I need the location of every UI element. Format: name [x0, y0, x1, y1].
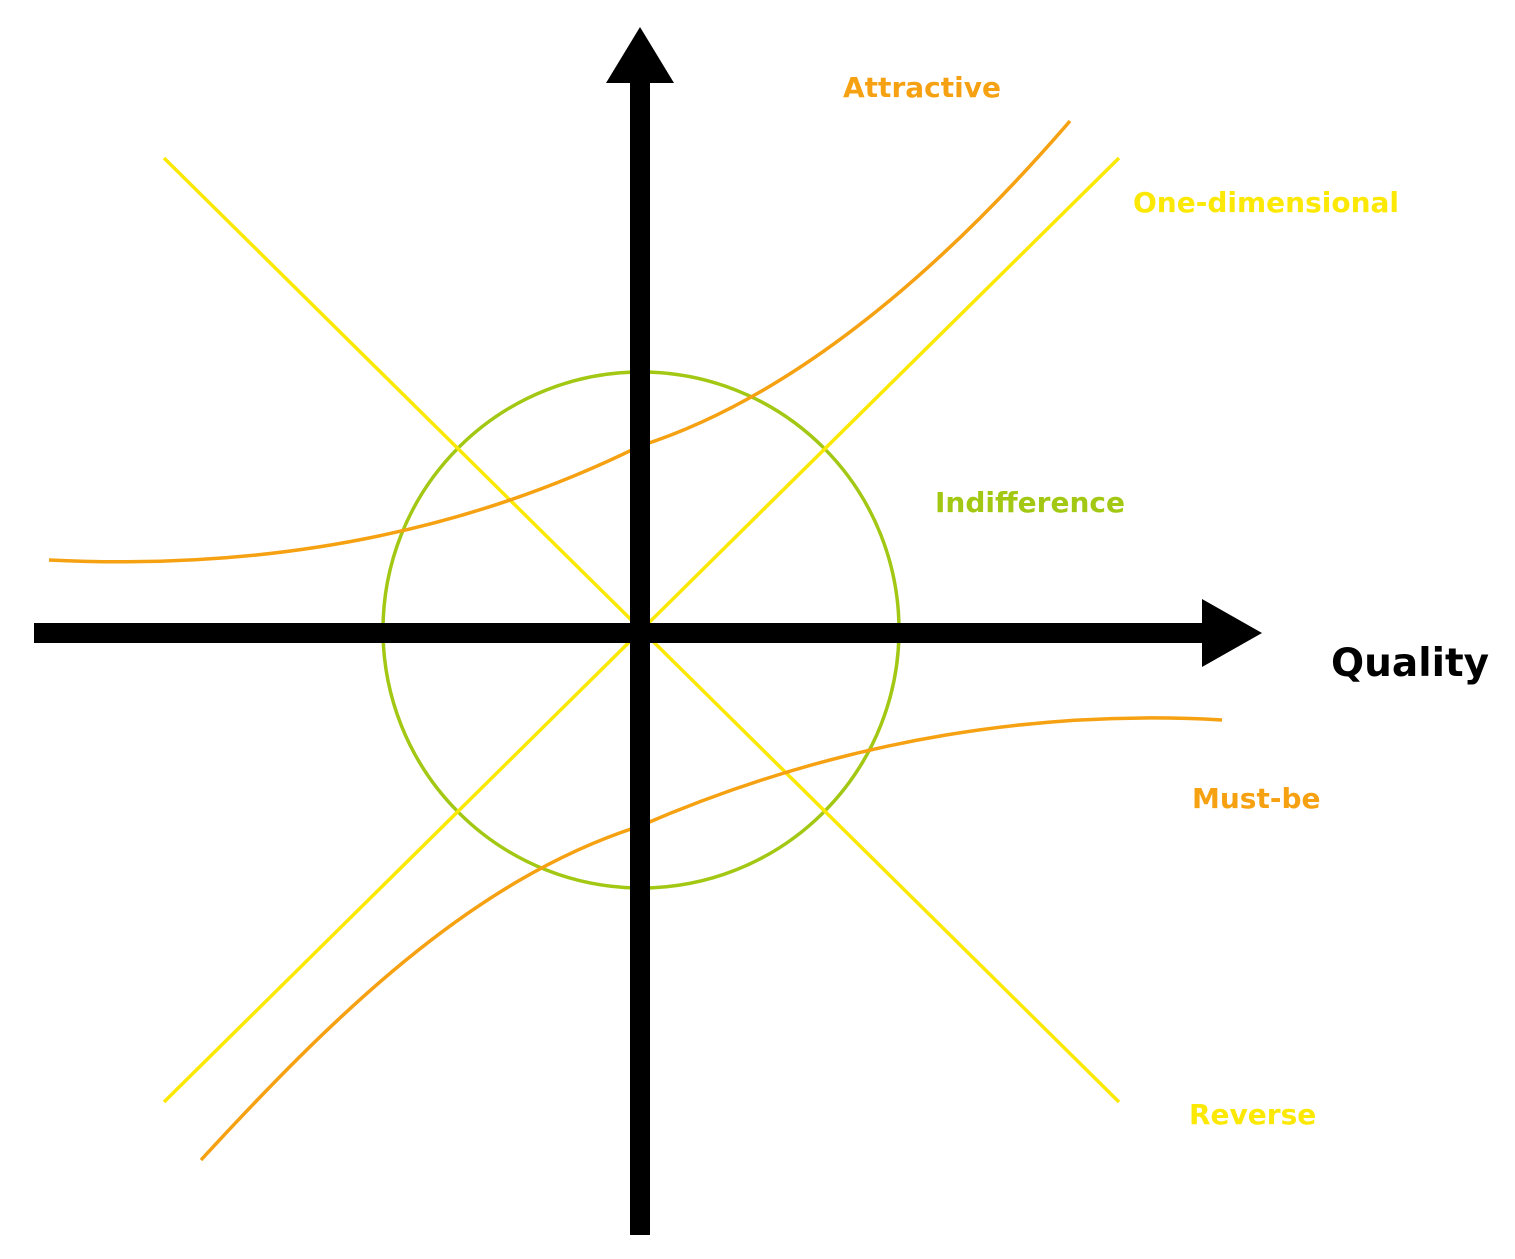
indifference-label: Indifference: [935, 486, 1125, 519]
quality-axis-label: Quality: [1331, 641, 1489, 686]
one-dimensional-label: One-dimensional: [1133, 186, 1399, 219]
attractive-label: Attractive: [843, 71, 1001, 104]
must-be-label: Must-be: [1192, 782, 1321, 815]
must-be-curve: [199, 716, 1223, 1162]
vertical-axis-arrowhead: [606, 27, 674, 83]
reverse-label: Reverse: [1189, 1098, 1316, 1131]
horizontal-axis-arrowhead: [1202, 599, 1262, 667]
attractive-curve: [48, 119, 1072, 564]
